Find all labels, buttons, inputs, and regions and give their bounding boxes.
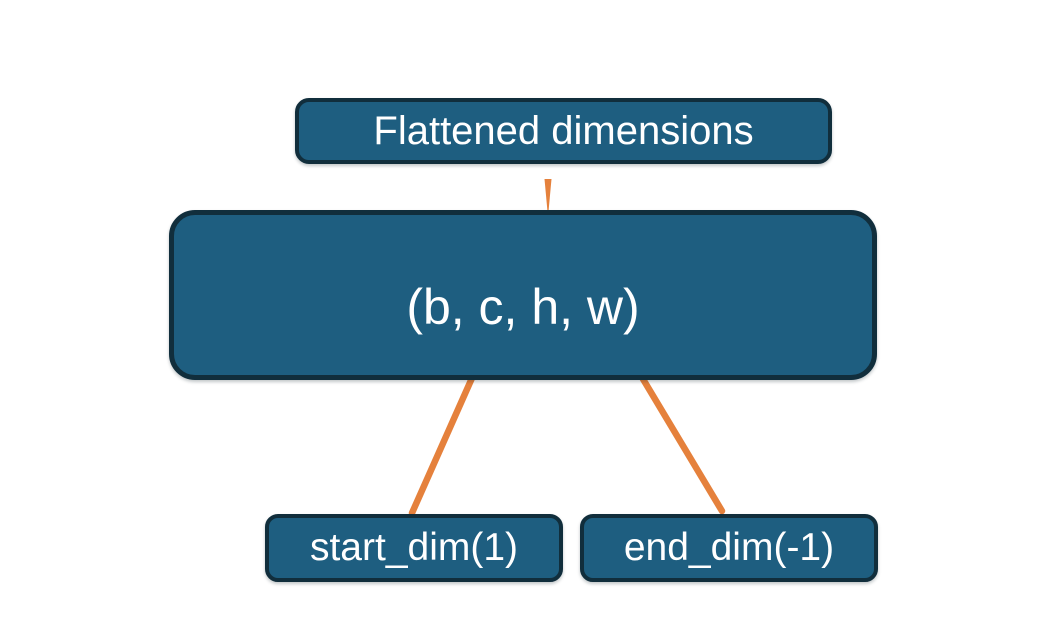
start-dim-label: start_dim(1) (309, 526, 519, 569)
tensor-shape-box: (b, c, h, w) (169, 210, 877, 380)
start-dim-arrow (408, 356, 484, 517)
flattened-dimensions-box: Flattened dimensions (295, 98, 832, 164)
flattened-dimensions-label: Flattened dimensions (373, 108, 754, 153)
end-dim-label: end_dim(-1) (623, 526, 835, 569)
start-dim-box: start_dim(1) (265, 514, 563, 582)
end-dim-arrow (627, 355, 726, 515)
end-dim-box: end_dim(-1) (580, 514, 878, 582)
tensor-shape-label: (b, c, h, w) (406, 279, 640, 335)
